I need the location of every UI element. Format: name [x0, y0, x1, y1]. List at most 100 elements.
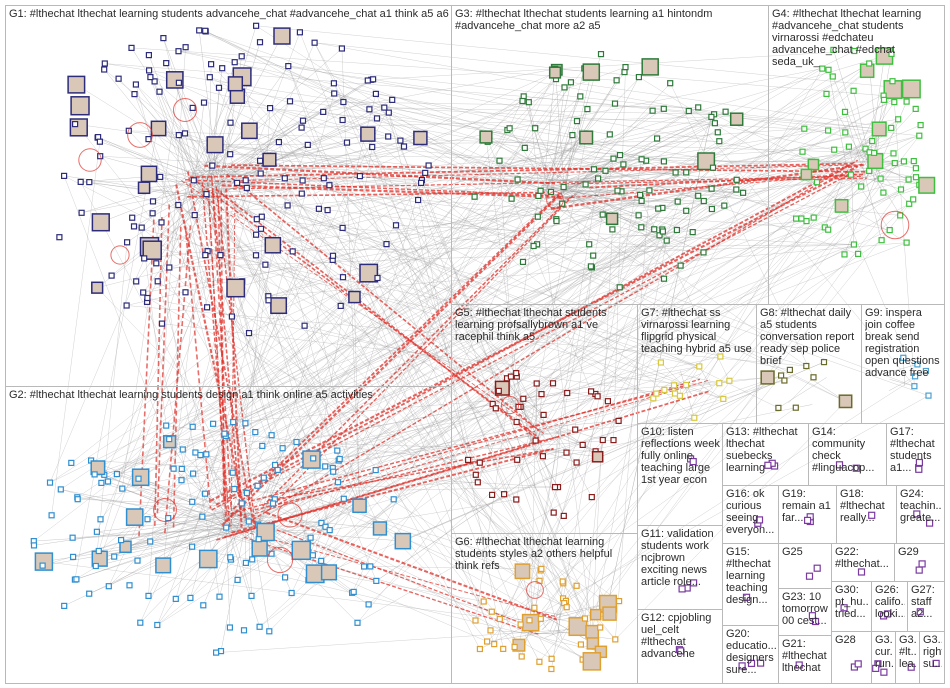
edge	[207, 25, 257, 188]
node	[880, 668, 888, 676]
edge	[368, 272, 522, 657]
edge	[148, 70, 190, 177]
edge	[314, 42, 873, 142]
edge	[125, 407, 796, 548]
edge	[321, 128, 880, 562]
node	[138, 224, 145, 231]
edge	[258, 380, 785, 540]
edge	[166, 425, 480, 463]
node	[203, 451, 210, 458]
edge	[196, 180, 279, 306]
group-label-g26: G26: califo... looki...	[875, 584, 905, 620]
node	[360, 126, 376, 142]
node	[151, 78, 158, 85]
edge-strong	[250, 384, 686, 502]
node	[181, 130, 189, 137]
node	[140, 289, 147, 296]
node	[649, 107, 656, 114]
node	[117, 536, 125, 544]
edge	[230, 153, 895, 164]
edge	[184, 133, 929, 396]
edge	[122, 488, 244, 535]
node	[810, 214, 817, 221]
node	[683, 207, 690, 214]
edge	[100, 305, 279, 520]
node	[661, 386, 668, 393]
node	[476, 459, 483, 466]
edge	[33, 528, 236, 542]
edge	[261, 216, 807, 367]
node	[385, 133, 392, 140]
edge	[182, 244, 590, 450]
edge	[246, 108, 271, 494]
edge	[555, 79, 565, 192]
group-box-g12: G12: cpjobling uel_celt #lthechat advanc…	[637, 609, 723, 684]
edge	[131, 47, 617, 81]
group-box-g22: G22: #lthechat...	[831, 543, 895, 582]
node	[307, 534, 314, 541]
node	[330, 468, 337, 475]
node	[356, 173, 363, 180]
edge	[551, 87, 565, 191]
edge	[354, 96, 581, 298]
node	[385, 109, 392, 116]
node	[807, 158, 820, 171]
edge	[232, 472, 542, 570]
node	[841, 251, 848, 258]
node	[56, 234, 63, 241]
node	[609, 226, 616, 233]
node	[573, 459, 580, 466]
node	[531, 604, 538, 611]
group-box-g13: G13: #lthechat lthechat suebecks learnin…	[722, 423, 809, 486]
node	[158, 219, 165, 226]
node	[897, 186, 905, 193]
node	[880, 189, 887, 196]
group-label-g17: G17: #lthechat students a1...	[890, 426, 935, 474]
edge	[288, 65, 880, 130]
node	[900, 354, 907, 361]
edge	[150, 76, 544, 416]
edge	[499, 160, 876, 620]
node	[526, 617, 533, 624]
edge-strong	[215, 164, 849, 506]
edge	[314, 42, 592, 73]
edge	[140, 203, 563, 478]
group-box-g14: G14: community check #linguacop...	[808, 423, 887, 486]
group-label-g25: G25	[782, 546, 803, 558]
edge	[94, 217, 814, 475]
node	[915, 465, 923, 473]
node	[825, 226, 832, 233]
edge-strong	[221, 184, 564, 199]
node	[381, 104, 388, 111]
node	[373, 115, 381, 122]
node	[175, 48, 182, 55]
edge	[157, 218, 797, 626]
node	[602, 167, 609, 174]
node	[519, 258, 527, 265]
edge	[125, 272, 369, 547]
node	[336, 455, 343, 463]
node	[119, 485, 126, 492]
edge-strong	[215, 188, 542, 443]
edge-strong	[163, 225, 192, 536]
node	[156, 88, 163, 95]
edge	[529, 437, 554, 513]
node	[548, 665, 555, 673]
edge	[570, 82, 892, 129]
edge	[591, 240, 667, 632]
node	[91, 281, 104, 294]
node	[733, 186, 740, 193]
node	[850, 241, 858, 248]
edge	[269, 159, 744, 194]
edge	[121, 521, 239, 541]
edge	[208, 189, 387, 245]
edge	[42, 366, 700, 566]
edge	[560, 427, 603, 441]
node	[492, 405, 499, 412]
edge	[133, 183, 213, 227]
node	[660, 158, 668, 165]
edge	[384, 107, 829, 131]
edge	[230, 122, 654, 399]
node	[513, 370, 520, 377]
node	[548, 655, 555, 662]
